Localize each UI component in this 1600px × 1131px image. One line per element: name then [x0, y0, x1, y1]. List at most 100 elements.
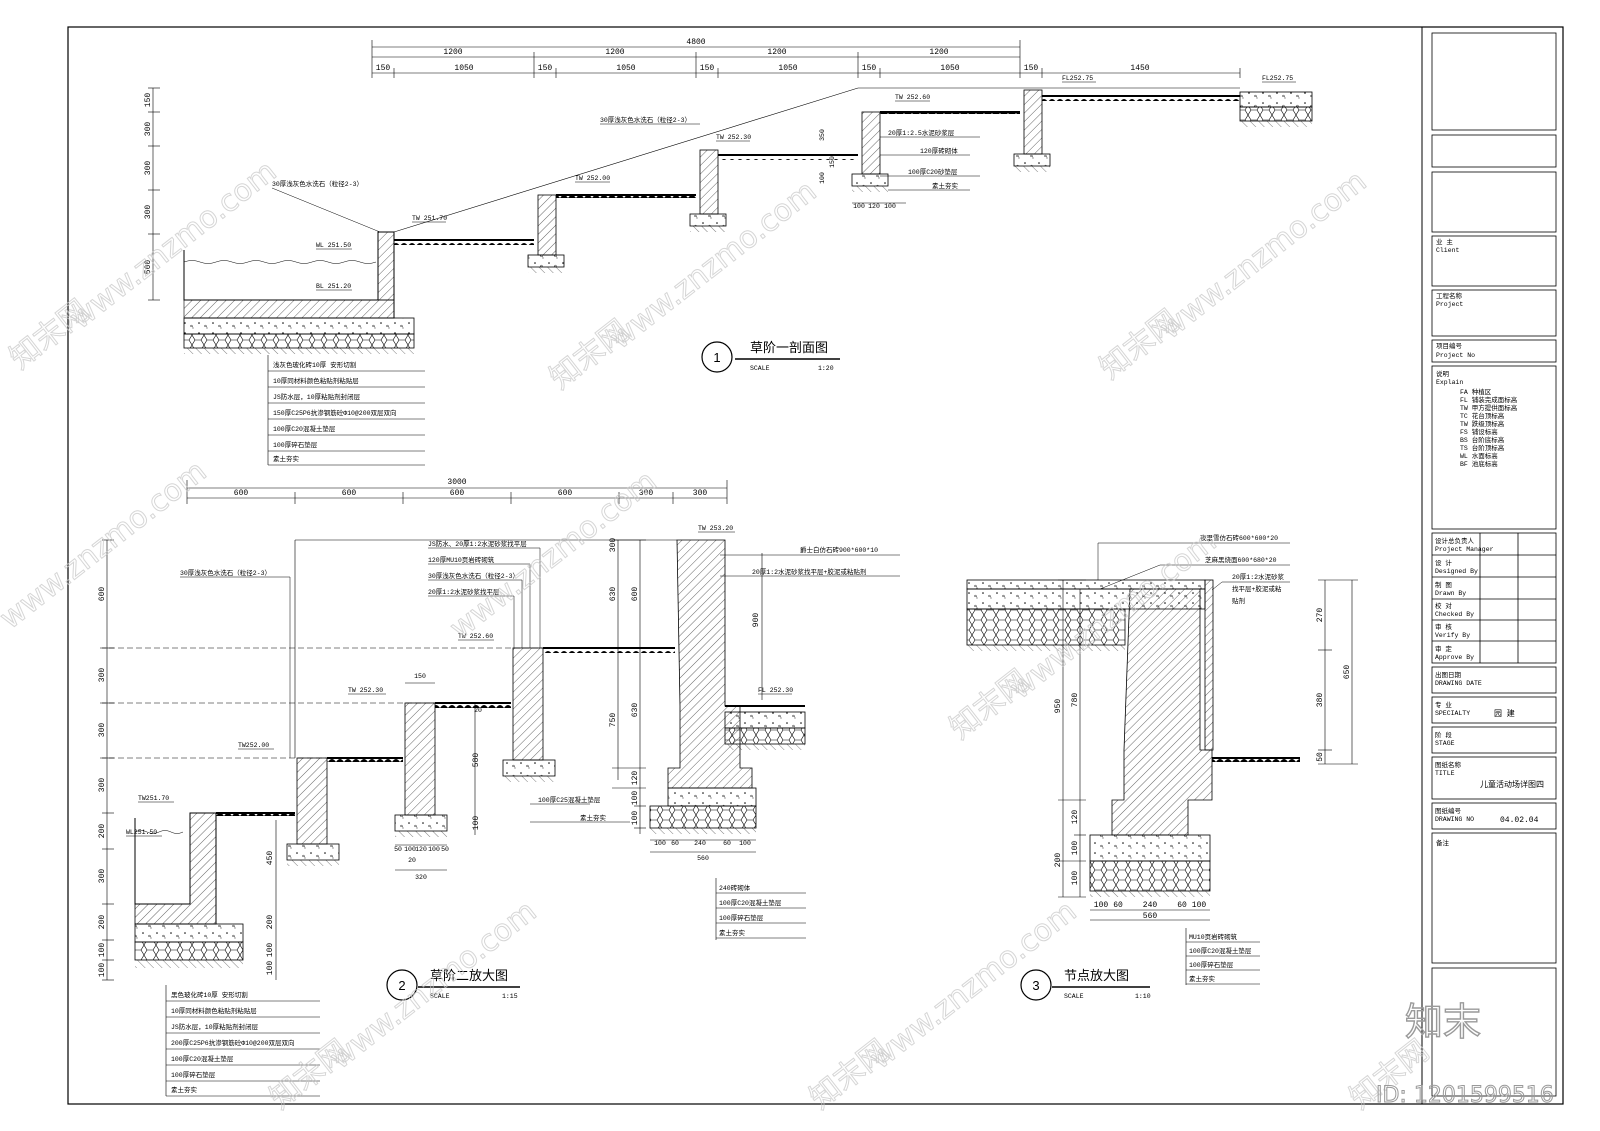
layer-item: MU10页岩砖砌筑: [1189, 932, 1238, 941]
section-drawing-2: 3000 600 600 600 600 300 300 600 300 300…: [98, 478, 900, 1097]
date-label: 出图日期: [1435, 670, 1462, 679]
dim-right: 600: [631, 587, 640, 602]
explain-item: TW 甲方提供面标高: [1460, 403, 1518, 412]
client-label: 业 主: [1436, 237, 1453, 246]
dim-right-small: 100: [819, 172, 826, 184]
dim-mid: 150: [1024, 64, 1039, 73]
role-label: 设 计: [1435, 558, 1452, 567]
layer-item: 150厚C25P6抗渗钢筋砼Φ10@200双层双向: [273, 408, 397, 417]
role-label-en: Approve By: [1435, 654, 1474, 661]
specialty-label: 专 业: [1435, 700, 1452, 709]
layer-item: 240砖砌体: [719, 883, 751, 892]
dim-right: 750: [609, 713, 618, 728]
explain-item: TC 花台顶标高: [1460, 411, 1505, 420]
scale-value: 1:10: [1135, 993, 1151, 1000]
explain-item: FS 铺设标高: [1460, 427, 1498, 436]
dim-left: 950: [1054, 699, 1063, 714]
dim-left: 200: [98, 824, 107, 839]
dim-bottom: 60: [1177, 901, 1187, 910]
dim-top: 1200: [443, 48, 462, 57]
watermark-site: www.znzmo.com: [863, 894, 1083, 1076]
layer-item: 10厚同材料颜色粘贴剂粘贴层: [171, 1006, 257, 1015]
scale-value: 1:15: [502, 993, 518, 1000]
layer-item: 素土夯实: [719, 928, 746, 937]
dim-left: 300: [144, 161, 153, 176]
dim-right: 630: [631, 703, 640, 718]
watermark-site: www.znzmo.com: [443, 464, 663, 646]
scale-label: SCALE: [750, 365, 770, 372]
layer-table-3: MU10页岩砖砌筑 100厚C20混凝土垫层 100厚碎石垫层 素土夯实: [1185, 928, 1260, 985]
dim-bottom: 60: [671, 840, 679, 847]
dim-right-small: 350: [819, 129, 826, 141]
layer-item: 黑色玻化砖10厚 安形切割: [171, 990, 248, 999]
note: 100厚C25混凝土垫层: [538, 795, 601, 804]
dim-left: 300: [98, 723, 107, 738]
specialty-value: 园 建: [1494, 708, 1515, 719]
watermark-id: ID: 1201599516: [1376, 1083, 1554, 1108]
scale-label: SCALE: [1064, 993, 1084, 1000]
dim-right: 300: [609, 538, 618, 553]
dim-extra: 20: [408, 857, 416, 864]
note: 20厚1:2水泥砂浆找平层: [428, 587, 500, 596]
level-label: TW 252.60: [458, 633, 493, 640]
dim-right: 120: [631, 771, 640, 786]
explain-item: BF 池底标高: [1460, 459, 1498, 468]
level-label: WL251.50: [126, 829, 157, 836]
dim-left: 300: [98, 668, 107, 683]
role-label-en: Checked By: [1435, 611, 1474, 618]
dim-right: 100: [631, 811, 640, 826]
level-label: TW 252.30: [716, 134, 751, 141]
dim-mid: 150: [862, 64, 877, 73]
dim-mid: 900: [752, 613, 761, 628]
dim-bottom: 100: [404, 846, 416, 853]
dim-small: 120: [868, 203, 880, 210]
title-block: [1431, 32, 1557, 1097]
layer-table-2: 黑色玻化砖10厚 安形切割 10厚同材料颜色粘贴剂粘贴层 JS防水层，10厚粘贴…: [165, 985, 320, 1097]
dim-top: 1200: [767, 48, 786, 57]
dim-extra: 150: [414, 673, 426, 680]
dim-mid: 1450: [1130, 64, 1149, 73]
dim-top: 1200: [605, 48, 624, 57]
level-label: WL 251.50: [316, 242, 351, 249]
explain-label: 说明: [1436, 369, 1450, 378]
layer-table-2-right: 240砖砌体 100厚C20混凝土垫层 100厚碎石垫层 素土夯实: [715, 878, 806, 940]
explain-item: WL 水面标高: [1460, 451, 1498, 460]
dim-right: 50: [1316, 752, 1325, 762]
drawing-title: 节点放大图: [1064, 968, 1129, 983]
dim-top: 600: [558, 489, 573, 498]
dim-mid: 200: [266, 915, 275, 930]
dim-small: 100: [884, 203, 896, 210]
dim-left: 300: [98, 869, 107, 884]
drawing-number: 2: [398, 978, 405, 993]
watermark-site: www.znzmo.com: [323, 894, 543, 1076]
dim-bottom: 240: [694, 840, 706, 847]
note: 贴剂: [1232, 596, 1245, 605]
title-block-text: 业 主 Client 工程名称 Project 项目编号 Project No …: [1435, 237, 1544, 847]
dim-top: 600: [234, 489, 249, 498]
dim-bottom: 50: [441, 846, 449, 853]
level-label: TW 251.70: [412, 215, 447, 222]
project-label-en: Project: [1436, 301, 1463, 308]
role-label: 审 定: [1435, 644, 1452, 653]
dim-mid: 100: [266, 943, 275, 958]
remark-label: 备注: [1436, 838, 1450, 847]
explain-item: FA 种植区: [1460, 387, 1492, 396]
note: 120厚砖砌体: [920, 146, 958, 155]
dim-total: 4800: [686, 38, 705, 47]
dim-right: 100: [631, 791, 640, 806]
role-label: 设计总负责人: [1435, 536, 1475, 545]
level-label: TW 252.60: [895, 94, 930, 101]
dim-extra: 20: [474, 707, 482, 714]
note: JS防水、20厚1:2水泥砂浆找平层: [428, 539, 527, 548]
dim-left: 600: [98, 587, 107, 602]
note: 120厚MU10页岩砖砌筑: [428, 555, 495, 564]
dim-small: 100: [853, 203, 865, 210]
watermark-layer: 知末网 www.znzmo.com 知末网 www.znzmo.com 知末网 …: [0, 153, 1554, 1116]
note: 30厚浅灰色水洗石（粒径2-3）: [180, 568, 271, 577]
dim-left: 300: [98, 778, 107, 793]
watermark-logo: 知末: [1405, 1000, 1481, 1044]
dim-right: 650: [1343, 665, 1352, 680]
level-label: BL 251.20: [316, 283, 351, 290]
dim-left: 120: [1071, 810, 1080, 825]
dim-right: 270: [1316, 608, 1325, 623]
